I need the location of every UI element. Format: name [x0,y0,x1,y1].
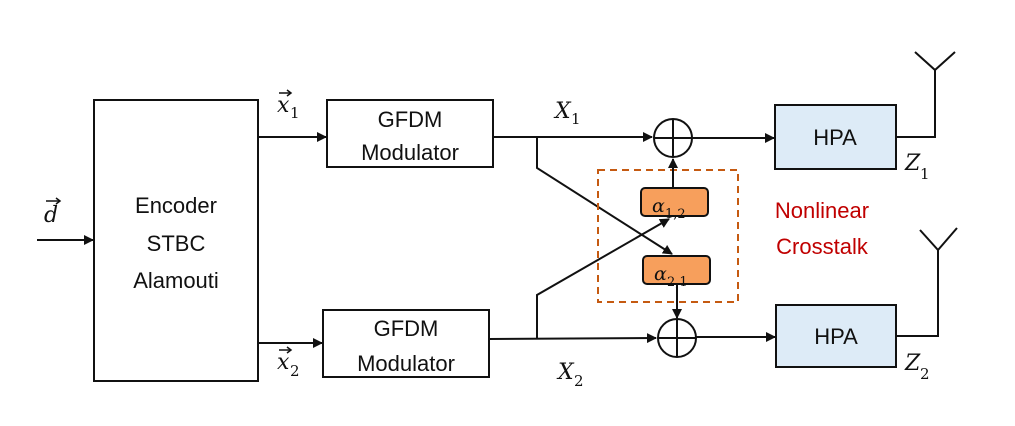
X2-to-sum2-arrow [488,333,657,344]
crosstalk-label-line-1: Nonlinear [775,198,869,223]
svg-text:Modulator: Modulator [361,140,459,165]
svg-text:α: α [652,195,665,217]
svg-text:1,2: 1,2 [665,207,686,222]
cross-wire-2-to-1 [536,218,670,339]
Z2-label: Z 2 [904,351,930,383]
hpa-block-1: HPA [774,104,897,170]
svg-text:Z: Z [904,351,921,376]
encoder-block: Encoder STBC Alamouti [93,99,259,382]
svg-text:x: x [277,93,290,118]
antenna-2-icon [896,227,958,337]
crosstalk-label-line-2: Crosstalk [776,234,869,259]
gfdm-modulator-1: GFDM Modulator [326,99,494,168]
Z1-label: Z 1 [904,151,930,183]
encoder-line-3: Alamouti [133,268,219,293]
encoder-line-2: STBC [147,231,206,256]
svg-text:Z: Z [904,151,921,176]
svg-text:2,1: 2,1 [667,275,688,290]
crosstalk-region [597,169,739,303]
x1-label: x 1 [277,89,300,122]
svg-text:HPA: HPA [814,324,858,349]
svg-text:X: X [556,360,575,385]
svg-text:x: x [277,350,290,375]
x2-label: x 2 [277,346,300,380]
X1-label: X 1 [553,99,581,128]
svg-text:1: 1 [920,165,930,183]
antenna-1-icon [896,51,956,138]
hpa-block-2: HPA [775,304,897,368]
X2-label: X 2 [556,360,584,390]
svg-text:GFDM: GFDM [378,107,443,132]
svg-text:Modulator: Modulator [357,351,455,376]
svg-text:GFDM: GFDM [374,316,439,341]
coef-alpha-12: α 1,2 [640,187,709,222]
svg-text:d: d [44,203,58,228]
svg-text:α: α [654,263,667,285]
sum-junction-1 [653,118,693,158]
gfdm-modulator-2: GFDM Modulator [322,309,490,378]
cross-wire-1-to-2 [536,137,673,255]
svg-text:2: 2 [574,372,584,390]
sum-junction-2 [657,318,697,358]
svg-text:2: 2 [920,365,930,383]
svg-text:2: 2 [290,362,300,380]
svg-text:X: X [553,99,572,124]
input-d-label: d [44,197,62,228]
svg-text:1: 1 [290,104,300,122]
svg-text:1: 1 [571,110,581,128]
svg-text:HPA: HPA [813,125,857,150]
encoder-line-1: Encoder [135,193,217,218]
